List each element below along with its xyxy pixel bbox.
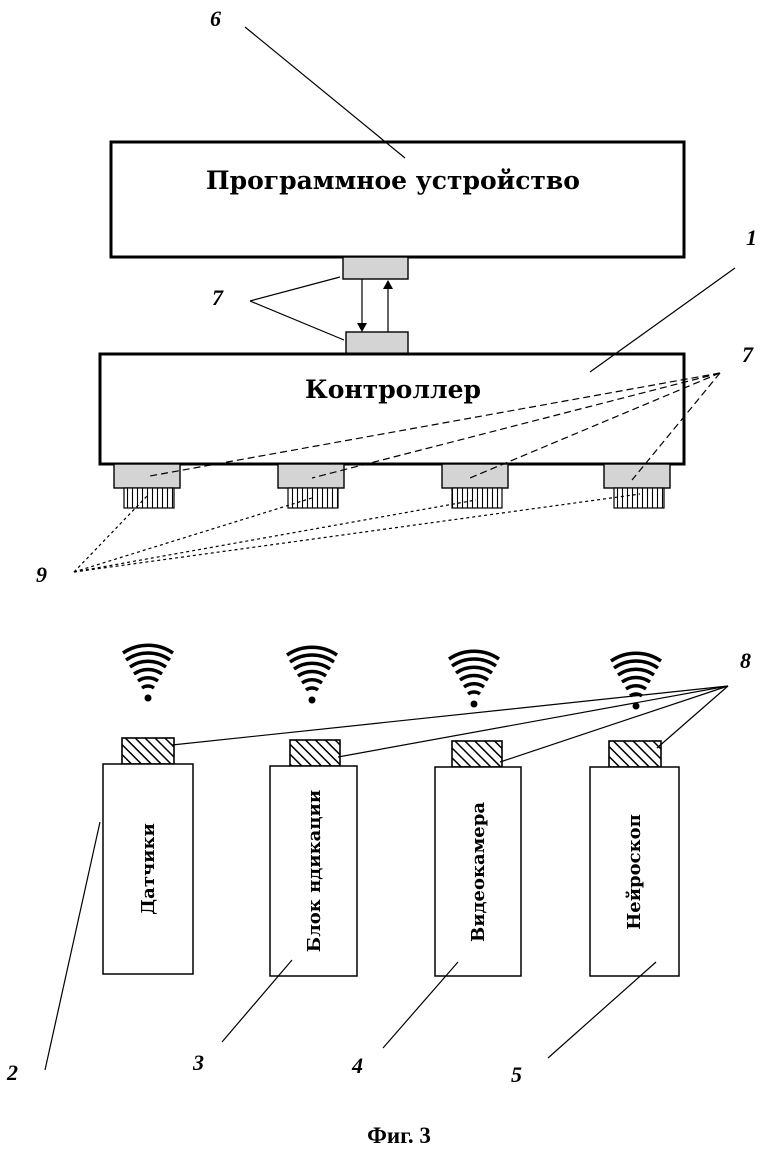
ref-number-6: 6: [210, 6, 221, 31]
device-sensors: Датчики: [103, 764, 193, 974]
ref-number-7-right: 7: [742, 342, 754, 367]
controller-interface-port: [346, 332, 408, 354]
wifi-icon-3: [449, 651, 499, 707]
device-neuroscope: Нейроскоп: [590, 767, 679, 976]
radio-module-3: [452, 741, 502, 767]
ref-number-1: 1: [746, 225, 757, 250]
software-interface-port: [343, 257, 408, 279]
device-label-indication: Блок ндикации: [304, 790, 325, 953]
device-label-sensors: Датчики: [138, 823, 159, 915]
radio-module-4: [609, 741, 661, 767]
ref-number-5: 5: [511, 1062, 522, 1087]
radio-module-1: [122, 738, 174, 764]
wifi-icon-4: [611, 653, 661, 709]
leader-6: [245, 27, 405, 158]
wifi-icon-2: [287, 647, 337, 703]
ref-number-4: 4: [351, 1053, 363, 1078]
radio-module-2: [290, 740, 340, 766]
controller-connector-3: [442, 464, 508, 508]
device-label-camera: Видеокамера: [468, 802, 489, 942]
ref-number-8: 8: [740, 648, 751, 673]
controller-connector-2: [278, 464, 344, 508]
figure-caption: Фиг. 3: [367, 1123, 431, 1148]
device-label-neuroscope: Нейроскоп: [624, 814, 645, 930]
controller-connector-4: [604, 464, 670, 508]
ref-number-2: 2: [6, 1060, 18, 1085]
ref-number-9: 9: [36, 562, 47, 587]
controller-block: Контроллер: [100, 354, 684, 464]
controller-label: Контроллер: [305, 375, 481, 404]
wifi-icon-1: [123, 645, 173, 701]
link-arrows: [357, 279, 393, 332]
controller-connector-1: [114, 464, 180, 508]
software-device-block: Программное устройство: [111, 142, 684, 257]
device-camera: Видеокамера: [435, 767, 521, 976]
ref-number-3: 3: [192, 1050, 204, 1075]
device-indication: Блок ндикации: [270, 766, 357, 976]
ref-number-7-top: 7: [212, 285, 224, 310]
software-device-label: Программное устройство: [206, 166, 580, 195]
